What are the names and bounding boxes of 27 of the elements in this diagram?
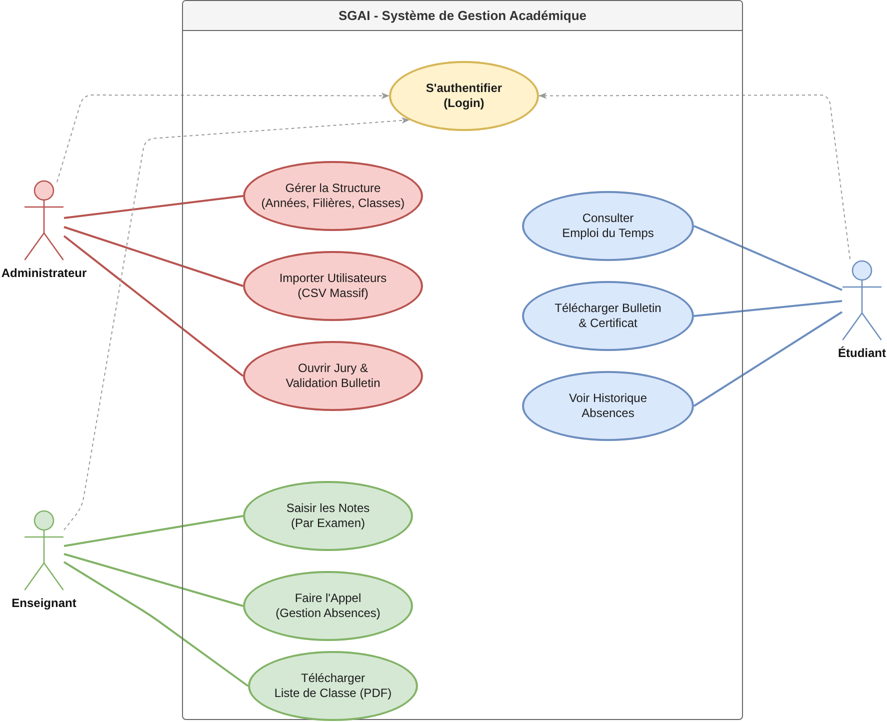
actor-name: Enseignant	[12, 596, 76, 610]
association-line	[63, 235, 244, 377]
association-line	[694, 225, 842, 291]
association-line	[64, 226, 244, 287]
association-line	[694, 300, 842, 317]
association-line	[63, 561, 249, 687]
use-case-label: Gérer la Structure (Années, Filières, Classes)	[261, 181, 405, 211]
dashed-arrow	[64, 117, 410, 530]
actor-name: Administrateur	[1, 266, 87, 280]
use-case-label: Télécharger Liste de Classe (PDF)	[274, 671, 392, 701]
actor-name: Étudiant	[838, 346, 886, 360]
system-title: SGAI - Système de Gestion Académique	[338, 8, 587, 24]
dashed-arrow	[538, 92, 850, 260]
use-case-label: Faire l'Appel (Gestion Absences)	[276, 591, 380, 621]
use-case-label: S'authentifier (Login)	[426, 81, 502, 111]
association-line	[64, 195, 244, 219]
association-line	[64, 553, 244, 607]
use-case-label: Consulter Emploi du Temps	[562, 211, 654, 241]
use-case-label: Ouvrir Jury & Validation Bulletin	[286, 361, 380, 391]
use-case-label: Télécharger Bulletin & Certificat	[554, 301, 662, 331]
use-case-label: Importer Utilisateurs (CSV Massif)	[279, 271, 387, 301]
use-case-label: Voir Historique Absences	[568, 391, 648, 421]
system-boundary	[182, 0, 743, 720]
dashed-arrow	[56, 92, 390, 182]
use-case-label: Saisir les Notes (Par Examen)	[286, 501, 370, 531]
association-line	[693, 311, 843, 407]
association-line	[64, 515, 244, 547]
